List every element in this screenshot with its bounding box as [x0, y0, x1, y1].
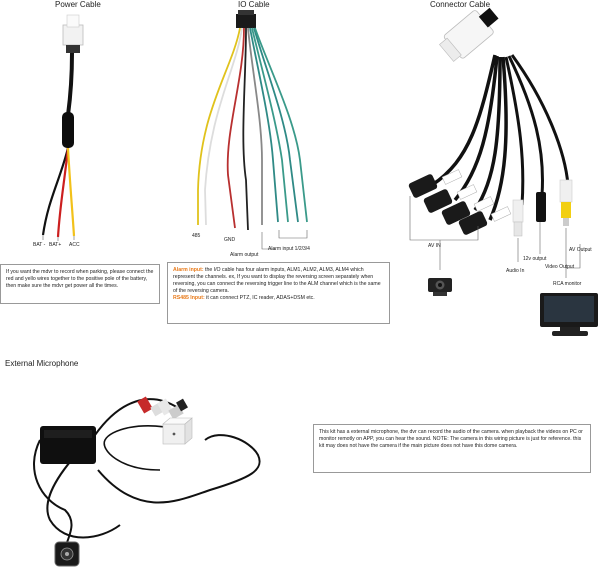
io-cable-title: IO Cable	[238, 0, 270, 9]
v12-output-label: 12v output	[523, 256, 547, 262]
microphone-note: This kit has a external microphone, the …	[313, 424, 591, 473]
io-485-label: 485	[192, 233, 201, 239]
av-output-label: AV Output	[569, 247, 592, 253]
video-output-label: Video Output	[545, 264, 575, 270]
alarm-input-text: the I/O cable has four alarm inputs, ALM…	[173, 267, 381, 294]
io-alarm-output-label: Alarm output	[230, 252, 259, 258]
io-gnd-label: GND	[224, 237, 236, 243]
io-alarm-input-label: Alarm input 1/2/3/4	[268, 246, 310, 252]
rs485-text: it can connect PTZ, IC reader, ADAS+DSM …	[204, 295, 315, 301]
io-note: Alarm input: the I/O cable has four alar…	[167, 262, 390, 324]
connector-cable-title: Connector Cable	[430, 0, 491, 9]
audio-in-label: Audio In	[506, 268, 525, 274]
acc-label: ACC	[69, 242, 80, 248]
av-in-label: AV IN	[428, 243, 441, 249]
external-microphone-title: External Microphone	[5, 359, 79, 368]
rca-monitor-label: RCA monitor	[553, 281, 582, 287]
bat-plus-label: BAT+	[49, 242, 62, 248]
alarm-input-heading: Alarm input:	[173, 267, 204, 273]
bat-minus-label: BAT -	[33, 242, 46, 248]
power-cable-title: Power Cable	[55, 0, 101, 9]
rs485-heading: RS485 Input:	[173, 295, 205, 301]
power-note: If you want the mdvr to record when park…	[0, 264, 160, 304]
